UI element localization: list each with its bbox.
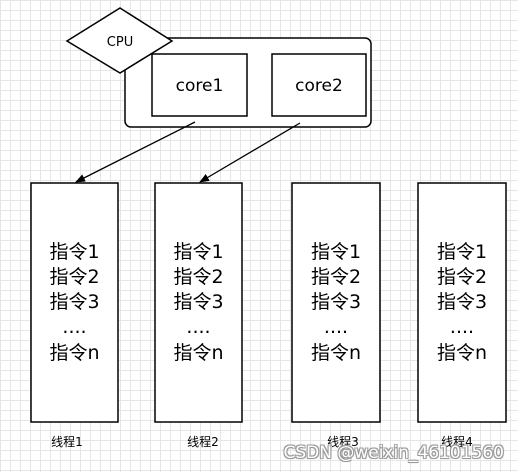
instruction-line: 指令3	[49, 291, 99, 313]
instruction-line: 指令n	[437, 342, 487, 364]
core-label-2: core2	[295, 76, 343, 96]
instruction-ellipsis: ....	[186, 316, 210, 338]
instruction-line: 指令3	[311, 291, 361, 313]
thread-label: 线程1	[51, 434, 83, 449]
core-box-1	[151, 53, 248, 117]
instruction-line: 指令n	[49, 342, 99, 364]
thread-2: 指令1 指令2 指令3 .... 指令n 线程2	[154, 182, 243, 449]
thread-3: 指令1 指令2 指令3 .... 指令n 线程3	[291, 182, 381, 449]
thread-4: 指令1 指令2 指令3 .... 指令n 线程4	[417, 182, 507, 449]
instruction-line: 指令1	[437, 241, 487, 263]
thread-box	[291, 182, 381, 423]
instruction-line: 指令n	[173, 342, 223, 364]
instruction-ellipsis: ....	[62, 316, 86, 338]
thread-box	[417, 182, 507, 423]
instruction-line: 指令2	[173, 266, 223, 288]
instruction-line: 指令2	[437, 266, 487, 288]
thread-label: 线程2	[187, 434, 219, 449]
cpu-label: CPU	[107, 35, 133, 50]
thread-box	[154, 182, 243, 423]
instruction-line: 指令n	[311, 342, 361, 364]
cpu-diamond	[65, 7, 174, 74]
instruction-ellipsis: ....	[324, 316, 348, 338]
instruction-ellipsis: ....	[450, 316, 474, 338]
instruction-line: 指令2	[311, 266, 361, 288]
arrow-core1-to-thread1	[75, 121, 196, 183]
core-box-2	[271, 53, 367, 117]
instruction-line: 指令3	[173, 291, 223, 313]
instruction-line: 指令3	[437, 291, 487, 313]
instruction-line: 指令1	[49, 241, 99, 263]
thread-label: 线程3	[327, 434, 359, 449]
arrow-core2-to-thread2	[199, 122, 301, 183]
thread-box	[30, 182, 119, 423]
csdn-watermark: CSDN @weixin_46101560	[283, 443, 504, 463]
instruction-line: 指令2	[49, 266, 99, 288]
instruction-line: 指令1	[311, 241, 361, 263]
thread-1: 指令1 指令2 指令3 .... 指令n 线程1	[30, 182, 119, 449]
instruction-line: 指令1	[173, 241, 223, 263]
thread-label: 线程4	[441, 434, 473, 449]
core-label-1: core1	[176, 76, 224, 96]
